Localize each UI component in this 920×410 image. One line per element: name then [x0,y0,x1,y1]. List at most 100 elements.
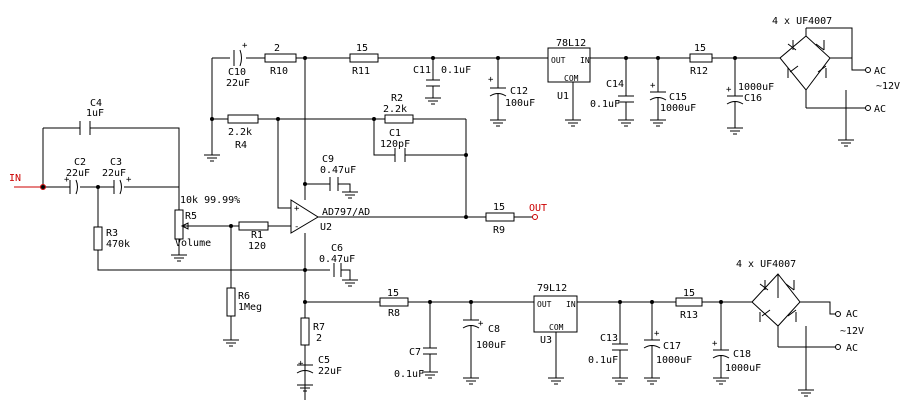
r10-value: 2 [274,43,280,54]
r6-body [226,287,236,317]
r13-body [675,297,703,307]
r12-body [689,53,713,63]
r6-label: R6 [238,291,250,302]
u3-label: U3 [540,335,552,346]
svg-text:+: + [242,41,248,51]
svg-text:-: - [294,222,299,232]
c15-value: 1000uF [660,103,696,114]
c5-value: 22uF [318,366,342,377]
c18-value: 1000uF [725,363,761,374]
svg-text:IN: IN [566,300,576,309]
svg-text:COM: COM [549,323,564,332]
capacitors [69,49,744,385]
c9-label: C9 [322,154,334,165]
r6-value: 1Meg [238,302,262,313]
supply-bottom: ~12V [840,326,864,337]
r3-label: R3 [106,228,118,239]
r13-label: R13 [680,310,698,321]
c13-value: 0.1uF [588,355,618,366]
svg-text:+: + [488,75,494,85]
c8-label: C8 [488,324,500,335]
r9-label: R9 [493,225,505,236]
bridge-bottom-label: 4 x UF4007 [736,259,796,270]
c5-label: C5 [318,355,330,366]
c1-label: C1 [389,128,401,139]
svg-text:+: + [726,85,732,95]
c2-label: C2 [74,157,86,168]
c6-value: 0.47uF [319,254,355,265]
r11-label: R11 [352,66,370,77]
component-labels: 2 R10 15 R11 15 R1 2 C10 22uF + C11 0.1uF… [9,16,900,380]
r8-label: R8 [388,308,400,319]
r4-body [227,114,259,124]
r10-body [264,53,297,63]
ac-bottom-2: AC [846,343,858,354]
c9-value: 0.47uF [320,165,356,176]
svg-text:OUT: OUT [551,56,566,65]
u1-label: U1 [557,91,569,102]
regulator-u1 [547,47,591,83]
c17-value: 1000uF [656,355,692,366]
svg-text:IN: IN [580,56,590,65]
bridge-top-label: 4 x UF4007 [772,16,832,27]
svg-text:+: + [650,81,656,91]
r11-body [349,53,379,63]
svg-text:+: + [294,204,300,214]
grounds [171,97,854,397]
c3-label: C3 [110,157,122,168]
r7-value: 2 [316,333,322,344]
r1-body [238,221,269,231]
c13-label: C13 [600,333,618,344]
c8-value: 100uF [476,340,506,351]
u2-label: U2 [320,222,332,233]
r7-body [300,317,310,346]
c11-value: 0.1uF [441,65,471,76]
c7-value: 0.1uF [394,369,424,380]
supply-top: ~12V [876,81,900,92]
c17-label: C17 [663,341,681,352]
u3-part: 79L12 [537,283,567,294]
c2-value: 22uF [66,168,90,179]
r1-label: R1 [251,230,263,241]
c11-label: C11 [413,65,431,76]
r2-value: 2.2k [383,104,407,115]
r9-value: 15 [493,202,505,213]
c16-label: C16 [744,93,762,104]
ac-terminals [835,67,871,350]
r10-label: R10 [270,66,288,77]
opamp-u2: + - [290,199,319,234]
r12-value: 15 [694,43,706,54]
svg-text:+: + [654,329,660,339]
ac-top-2: AC [874,104,886,115]
svg-text:OUT: OUT [537,300,552,309]
r5-value: 10k 99.99% [180,195,240,206]
r9-body [485,212,515,222]
c3-value: 22uF [102,168,126,179]
r4-value: 2.2k [228,127,252,138]
r3-body [93,226,103,251]
svg-text:COM: COM [564,74,579,83]
c14-label: C14 [606,79,624,90]
r5-label: R5 [185,211,197,222]
c6-label: C6 [331,243,343,254]
svg-text:+: + [478,319,484,329]
bridge-top [779,35,831,91]
c14-value: 0.1uF [590,99,620,110]
r5-body [174,209,184,240]
r1-value: 120 [248,241,266,252]
r4-label: R4 [235,140,247,151]
ac-top-1: AC [874,66,886,77]
c10-label: C10 [228,67,246,78]
svg-text:+: + [126,175,132,185]
r5-name: Volume [175,238,211,249]
c7-label: C7 [409,347,421,358]
regulator-u3 [533,295,578,333]
c18-label: C18 [733,349,751,360]
svg-text:+: + [64,175,70,185]
bridge-bottom [751,273,801,327]
out-port-label: OUT [529,203,547,214]
r8-body [379,297,409,307]
c4-value: 1uF [86,108,104,119]
c15-label: C15 [669,92,687,103]
